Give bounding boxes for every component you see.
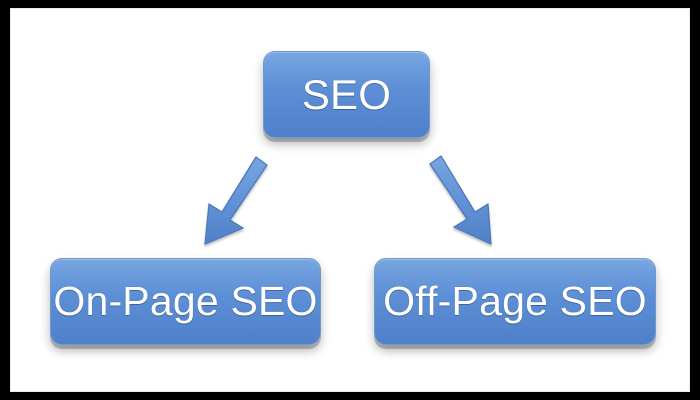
off-page-seo-node-label: Off-Page SEO	[383, 278, 647, 324]
on-page-seo-node-label: On-Page SEO	[53, 278, 318, 324]
seo-node: SEO	[263, 51, 430, 138]
arrow-to-off-page-seo	[429, 155, 492, 245]
off-page-seo-node: Off-Page SEO	[374, 258, 656, 345]
seo-node-label: SEO	[301, 70, 392, 118]
diagram-canvas: SEO On-Page SEO Off-Page SEO	[10, 8, 690, 392]
on-page-seo-node: On-Page SEO	[50, 258, 321, 345]
arrow-to-on-page-seo	[204, 156, 268, 245]
